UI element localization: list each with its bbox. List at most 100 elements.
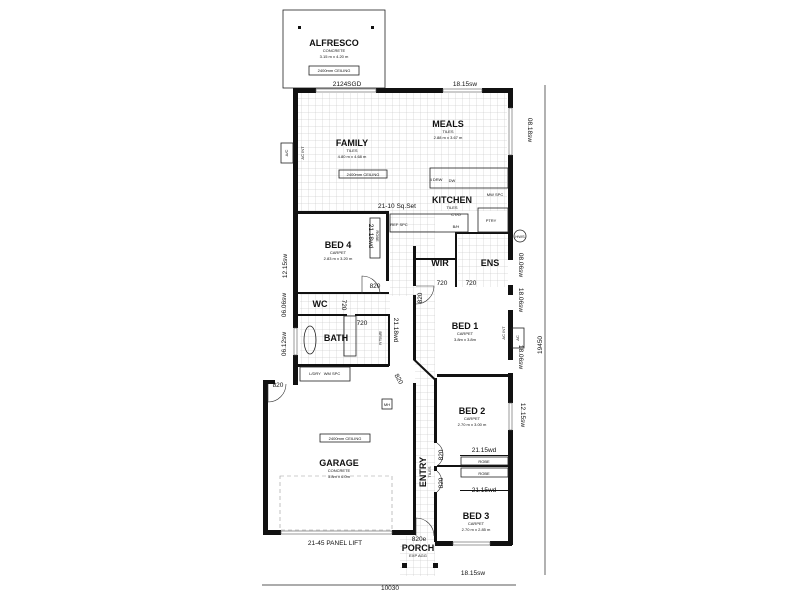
bed4-robe-label: ROBE <box>375 230 380 242</box>
mh-label: MH <box>384 402 390 407</box>
bed3-door-label: 820 <box>438 477 445 488</box>
bed3-name: BED 3 <box>463 511 490 521</box>
bed2-window-label: 12.15sw <box>519 403 526 428</box>
robe-door-label-1: 21.15wd <box>472 447 497 454</box>
porch-door-label: 820e <box>412 536 427 543</box>
meals-name: MEALS <box>432 119 464 129</box>
tiled-hall <box>390 211 435 296</box>
entry-finish: TILES <box>427 466 432 477</box>
porch-name: PORCH <box>402 543 435 553</box>
bed1-door-label: 820 <box>417 292 424 303</box>
bed3-size: 2.70 m x 2.85 m <box>462 527 491 532</box>
hall-door-label: 820 <box>393 373 405 386</box>
wc-name: WC <box>313 299 328 309</box>
microwave-label: MW SPC <box>487 192 504 197</box>
garage-name: GARAGE <box>319 458 359 468</box>
robe-label-2: ROBE <box>478 471 490 476</box>
bath-door-label: 720 <box>357 320 368 327</box>
car-space <box>279 475 393 531</box>
tiled-wet <box>300 293 390 365</box>
bed3-finish: CARPET <box>468 521 485 526</box>
wir-name: WIR <box>431 258 449 268</box>
meals-size: 2.88 m x 3.67 m <box>434 135 463 140</box>
ens-name: ENS <box>481 258 500 268</box>
depth-dimension: 19450 <box>537 336 544 354</box>
ens-window-label: 08.06sw <box>517 253 524 278</box>
kitchen-finish: TILES <box>446 205 457 210</box>
bed1-size: 3.8m x 3.8m <box>454 337 477 342</box>
bed1-window-label-2: 18.06sw <box>517 345 524 370</box>
family-ceiling: 2400mm CEILING <box>347 172 380 177</box>
alfresco-finish: CONCRETE <box>323 48 346 53</box>
family-size: 4.80 m x 4.68 m <box>338 154 367 159</box>
bed4-window-label: 12.15sw <box>282 254 289 279</box>
kitchen-island <box>429 167 509 189</box>
laundry-door-label: 820 <box>273 382 284 389</box>
bed2-door-label: 820 <box>438 449 445 460</box>
bed4-robe-door-label: 21.18wd <box>367 224 374 249</box>
bed4-size: 2.83 m x 3.20 m <box>324 256 353 261</box>
porch-finish: EXP AGG <box>409 553 427 558</box>
sqset-label: 21-10 Sq.Set <box>378 203 416 210</box>
laundry-label: L/DRY <box>309 371 321 376</box>
tiled-porch <box>400 536 435 576</box>
bathtub <box>303 325 317 355</box>
fridge-label: REF SPC <box>390 222 407 227</box>
alfresco-outline <box>282 9 386 89</box>
bed2-finish: CARPET <box>464 416 481 421</box>
tiled-living <box>297 93 507 211</box>
ac-int-label: AC INT <box>300 146 305 160</box>
robe-door-label-2: 21.15wd <box>472 487 497 494</box>
windows <box>280 88 513 546</box>
robe-label-1: ROBE <box>478 459 490 464</box>
width-dimension: 10030 <box>381 585 399 592</box>
bed1-ac-int-label: AC INT <box>501 326 506 340</box>
garage-finish: CONCRETE <box>328 468 351 473</box>
bed1-window-label-1: 18.06sw <box>517 288 524 313</box>
alfresco-size: 3.15 m x 4.20 m <box>320 54 349 59</box>
family-finish: TILES <box>346 148 357 153</box>
ac-label: A/C <box>284 150 289 157</box>
labels: ALFRESCO CONCRETE 3.15 m x 4.20 m 2400mm… <box>273 38 544 592</box>
wc-window-label: 06.06sw <box>281 293 288 318</box>
bath-name: BATH <box>324 333 348 343</box>
bed2-size: 2.70 m x 3.00 m <box>458 422 487 427</box>
drawers-label: 4 DRW <box>430 177 443 182</box>
bath-robe-door-label: 21.18wd <box>392 318 399 343</box>
bh-label: B/H <box>453 224 460 229</box>
bed2-name: BED 2 <box>459 406 486 416</box>
tiled-ens <box>458 232 508 287</box>
garage-door-label: 21-45 PANEL LIFT <box>308 540 362 547</box>
hws-label: HWS <box>515 234 525 239</box>
meals-finish: TILES <box>442 129 453 134</box>
entry-name: ENTRY <box>418 457 428 487</box>
bed3-window-label: 18.15sw <box>461 570 486 577</box>
bed4-name: BED 4 <box>325 240 352 250</box>
garage-size: 5.8m x 6.0m <box>328 474 351 479</box>
tiled-entry <box>415 296 435 536</box>
dishwasher-label: DW <box>449 178 456 183</box>
alfresco-ceiling: 2400mm CEILING <box>318 68 351 73</box>
family-name: FAMILY <box>336 138 368 148</box>
bed1-ac-label: AC <box>515 335 520 341</box>
bed1-name: BED 1 <box>452 321 479 331</box>
wir-door-label: 720 <box>437 280 448 287</box>
bath-window-label: 06.12sw <box>281 332 288 357</box>
bed4-finish: CARPET <box>330 250 347 255</box>
bed4-door-label: 820 <box>370 283 381 290</box>
bed1-finish: CARPET <box>457 331 474 336</box>
ens-door-label: 720 <box>466 280 477 287</box>
top-window-label: 18.15sw <box>453 81 478 88</box>
wm-label: WM SPC <box>324 371 341 376</box>
wc-door-label: 720 <box>340 300 347 311</box>
cooktop-label: CT/O <box>451 212 461 217</box>
garage-ceiling: 2400mm CEILING <box>329 436 362 441</box>
alfresco-name: ALFRESCO <box>309 38 359 48</box>
walls <box>263 88 513 568</box>
pantry-label: PTRY <box>486 218 497 223</box>
linen-label: BRSLN <box>378 331 383 344</box>
meals-window-label: 08.18sw <box>526 118 533 143</box>
sgd-label: 2124SGD <box>333 81 362 88</box>
kitchen-name: KITCHEN <box>432 195 472 205</box>
